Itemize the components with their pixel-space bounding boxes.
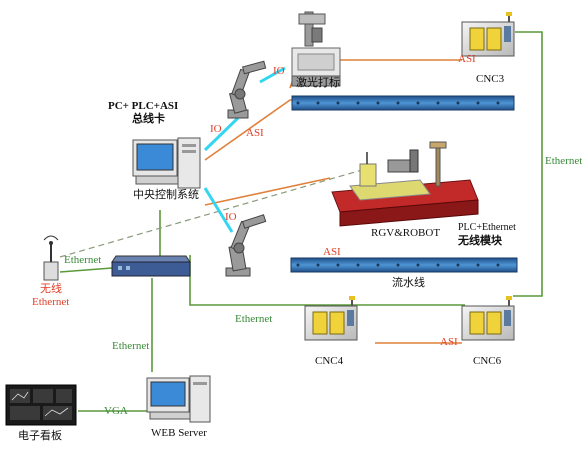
laser-marker-label: 激光打标 [296,77,340,89]
ethernet-wireless-label: Ethernet [64,254,102,266]
laser-marker-machine [291,11,341,87]
rgv-robot-label: RGV&ROBOT [371,227,441,239]
io-top-label: IO [273,65,285,77]
central-control-label: 中央控制系统 [133,189,199,201]
cnc4-label: CNC4 [315,355,344,367]
ethernet-left-label: Ethernet [112,340,150,352]
electronic-board [5,384,77,426]
cnc3-label: CNC3 [476,73,505,85]
wireless-antenna [43,235,59,281]
vga-label: VGA [104,405,128,417]
assembly-line-label: 流水线 [392,277,425,289]
wireless-ethernet-label-1: 无线 [40,283,62,295]
bus-card-label-1: PC+ PLC+ASI [108,100,179,112]
wireless-module-label-1: PLC+Ethernet [458,222,516,233]
bus-card-label-2: 总线卡 [132,113,165,125]
asi-center-label: ASI [246,127,264,139]
cnc6-machine [461,296,515,341]
cnc4-machine [304,296,358,341]
robot-arm-bottom [225,214,267,277]
asi-line-label: ASI [323,246,341,258]
wireless-module-label-2: 无线模块 [458,235,502,247]
io-links [203,66,286,233]
ethernet-right-loop [513,31,543,297]
wireless-ethernet-label-2: Ethernet [32,296,70,308]
ethernet-right-label: Ethernet [545,155,583,167]
ethernet-bottom-label: Ethernet [235,313,273,325]
eboard-label: 电子看板 [18,430,62,442]
web-server-pc [146,375,211,423]
cnc6-label: CNC6 [473,355,502,367]
conveyor-bottom [290,257,518,273]
ethernet-wireless-link [59,267,113,273]
asi-bottom-label: ASI [440,336,458,348]
web-server-label: WEB Server [151,427,207,439]
ethernet-switch [111,255,191,277]
io-bottom-label: IO [225,211,237,223]
rgv-robot [331,141,479,227]
io-mid-label: IO [210,123,222,135]
wireless-dashed-link [59,169,363,258]
asi-cnc3-label: ASI [458,53,476,65]
cnc3-machine [461,12,515,57]
robot-arm-top [227,60,267,119]
central-control-pc [132,137,201,189]
conveyor-top [291,95,515,111]
